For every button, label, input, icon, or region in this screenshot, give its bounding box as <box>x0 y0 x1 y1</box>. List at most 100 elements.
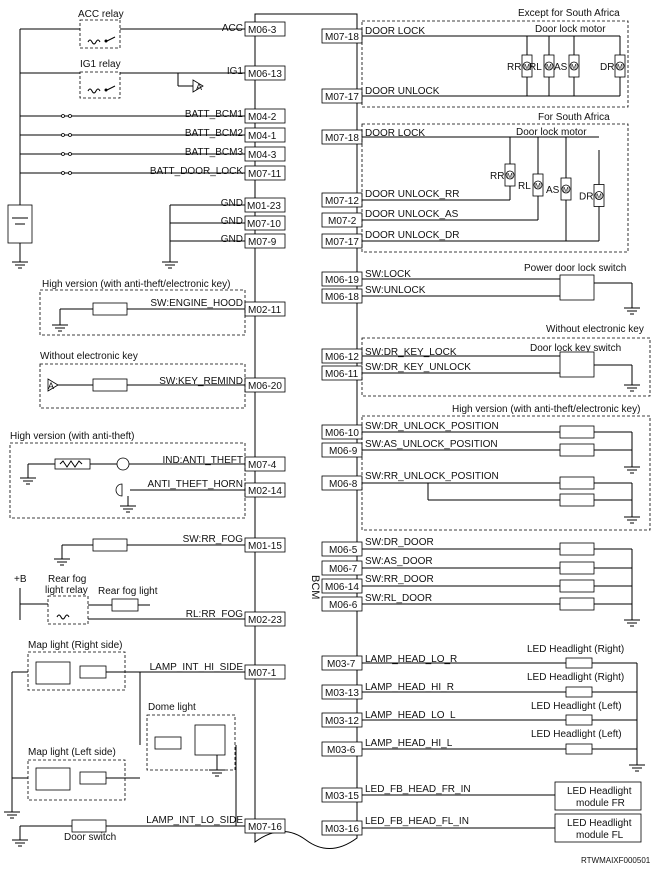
motor-glyph: M <box>596 194 602 201</box>
led-module-fr <box>554 781 642 811</box>
svg-text:M06-19: M06-19 <box>325 275 359 286</box>
pin-box: M03-16 <box>321 820 363 836</box>
pin-box: M07-18 <box>321 129 363 145</box>
signal-label: BATT_BCM2 <box>185 128 244 139</box>
ig1-relay <box>79 71 121 99</box>
fuse-icon <box>61 114 72 175</box>
ground-icon <box>624 619 640 627</box>
signal-label: LAMP_HEAD_LO_L <box>365 710 456 721</box>
ground-icon <box>624 384 640 392</box>
signal-label: IG1 <box>227 66 244 77</box>
signal-label: LAMP_HEAD_HI_L <box>365 738 453 749</box>
svg-text:M03-6: M03-6 <box>327 745 356 756</box>
svg-text:M06-11: M06-11 <box>325 369 359 380</box>
pin-box: M03-12 <box>321 712 363 728</box>
signal-label: DOOR UNLOCK <box>365 86 440 97</box>
svg-text:M06-20: M06-20 <box>248 381 282 392</box>
pin-box: M06-7 <box>321 560 363 576</box>
led-module-fl <box>554 813 642 843</box>
motor-label: RR <box>507 62 521 73</box>
led-head-lo-r-icon <box>565 657 593 669</box>
ground-icon <box>54 558 70 566</box>
signal-label: LAMP_HEAD_HI_R <box>365 682 454 693</box>
pin-box: M03-7 <box>321 655 363 671</box>
svg-text:M04-1: M04-1 <box>248 131 277 142</box>
acc-relay <box>79 19 121 49</box>
pin-box: M03-13 <box>321 684 363 700</box>
svg-text:M06-8: M06-8 <box>329 479 358 490</box>
svg-text:Door switch: Door switch <box>64 832 116 843</box>
rr-fog-switch-icon <box>92 538 128 552</box>
pin-box: M07-4 <box>244 456 286 472</box>
as-door-switch-icon <box>559 561 595 575</box>
led-head-lo-l-icon <box>565 714 593 726</box>
indicator-icon <box>116 457 130 471</box>
svg-text:M06-10: M06-10 <box>325 428 359 439</box>
svg-text:M07-1: M07-1 <box>248 668 277 679</box>
svg-text:M07-17: M07-17 <box>325 237 359 248</box>
figure-id: RTWMAIXF000501 <box>581 856 651 865</box>
signal-label: SW:RR_FOG <box>183 534 244 545</box>
svg-text:M07-18: M07-18 <box>325 32 359 43</box>
svg-text:M07-12: M07-12 <box>325 196 359 207</box>
right-pin-group: M07-18 M07-17 M07-18 M07-12 M07-2 M07-17… <box>321 28 363 836</box>
ground-icon <box>12 261 28 269</box>
svg-text:LED Headlight: LED Headlight <box>567 818 632 829</box>
signal-label: LED_FB_HEAD_FL_IN <box>365 816 469 827</box>
ground-icon <box>4 811 20 819</box>
dome-light-group <box>146 714 236 771</box>
ground-icon <box>162 261 178 269</box>
signal-label: GND <box>221 216 243 227</box>
svg-text:M06-9: M06-9 <box>329 446 358 457</box>
signal-label: LAMP_INT_HI_SIDE <box>150 662 244 673</box>
pin-box: M07-18 <box>321 28 363 44</box>
svg-text:M06-3: M06-3 <box>248 25 277 36</box>
signal-label: DOOR UNLOCK_DR <box>365 230 459 241</box>
engine-hood-switch-icon <box>92 302 128 316</box>
signal-label: SW:RL_DOOR <box>365 593 432 604</box>
pin-box: M07-12 <box>321 192 363 208</box>
pin-box: M07-9 <box>244 233 286 249</box>
svg-text:M03-12: M03-12 <box>325 716 359 727</box>
pin-box: M02-11 <box>244 301 286 317</box>
motor-label: RL <box>518 181 531 192</box>
for-sa-group <box>361 123 629 253</box>
acc-relay-label: ACC relay <box>78 9 124 20</box>
pin-box: M01-23 <box>244 197 286 213</box>
svg-text:Dome light: Dome light <box>148 702 196 713</box>
hv-key-left-label: High version (with anti-theft/electronic… <box>42 279 230 290</box>
svg-text:M03-16: M03-16 <box>325 824 359 835</box>
wo-key-left-label: Without electronic key <box>40 351 138 362</box>
svg-text:Map light (Left side): Map light (Left side) <box>28 747 116 758</box>
pin-box: M06-3 <box>244 21 286 37</box>
map-light-left-lamp <box>79 771 107 785</box>
pin-box: M04-2 <box>244 108 286 124</box>
dr-unlock-switch-icon <box>559 425 595 439</box>
signal-label: SW:UNLOCK <box>365 285 426 296</box>
signal-label: BATT_BCM1 <box>185 109 244 120</box>
signal-label: SW:DR_KEY_UNLOCK <box>365 362 471 373</box>
map-light-right-group <box>27 651 126 691</box>
ground-icon <box>209 769 225 777</box>
signal-label: IND:ANTI_THEFT <box>162 455 243 466</box>
signal-label: DOOR LOCK <box>365 128 425 139</box>
map-light-right-switch <box>35 661 71 685</box>
svg-text:LED Headlight (Right): LED Headlight (Right) <box>527 672 624 683</box>
signal-label: GND <box>221 198 243 209</box>
pin-box: M07-17 <box>321 88 363 104</box>
signal-label: BATT_DOOR_LOCK <box>150 166 243 177</box>
ground-icon <box>624 516 640 524</box>
door-switch-icon <box>71 819 107 833</box>
signal-label: SW:AS_UNLOCK_POSITION <box>365 439 498 450</box>
ground-icon <box>624 307 640 315</box>
rl-door-switch-icon <box>559 597 595 611</box>
signal-label: BATT_BCM3 <box>185 147 244 158</box>
motor-label: AS <box>554 62 568 73</box>
pin-box: M06-14 <box>321 578 363 594</box>
svg-text:M07-4: M07-4 <box>248 460 277 471</box>
ground-icon <box>52 324 68 332</box>
right-signal-labels: DOOR LOCK DOOR UNLOCK DOOR LOCK DOOR UNL… <box>365 26 499 827</box>
except-sa-group <box>361 20 629 108</box>
svg-text:M03-15: M03-15 <box>325 791 359 802</box>
map-light-left-switch <box>35 767 71 791</box>
